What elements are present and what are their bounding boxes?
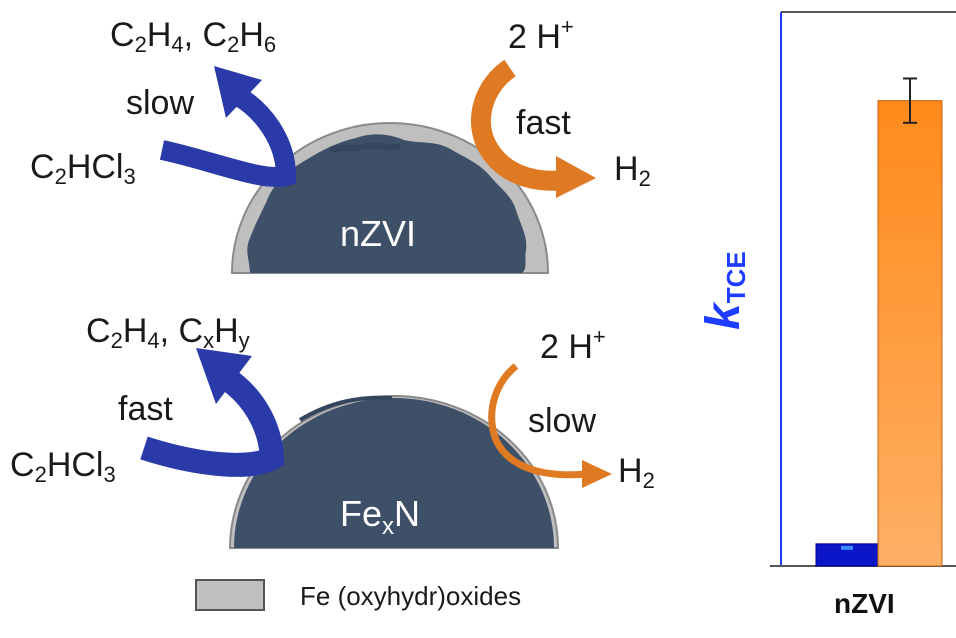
bottom-proton-label: 2 H+ [540,324,606,366]
bottom-products-label: C2H4, CxHy [86,312,250,353]
bar-series-2 [877,100,943,567]
top-orange-rate-label: fast [516,104,571,142]
nzvi-core-texture [329,142,402,153]
fexn-particle-label: FexN [340,493,421,540]
chart-area [770,11,956,567]
bottom-orange-arrow [488,363,612,488]
bar-series-1-highlight [841,545,853,550]
legend-label: Fe (oxyhydr)oxides [300,581,522,611]
bottom-blue-rate-label: fast [118,390,173,428]
bottom-reactant-label: C2HCl3 [10,446,116,487]
top-blue-arrow [159,66,297,187]
nzvi-core [247,134,527,273]
top-blue-rate-label: slow [126,84,195,122]
bottom-hydrogen-label: H2 [618,452,655,493]
x-tick-label-nzvi: nZVI [834,588,895,619]
fexn-core-texture [298,395,393,422]
top-products-label: C2H4, C2H6 [110,16,277,57]
bottom-blue-arrow [140,348,285,477]
top-hydrogen-label: H2 [614,150,651,191]
top-orange-arrow [470,59,596,198]
fexn-particle [228,395,560,549]
nzvi-particle [230,122,550,274]
bottom-orange-rate-label: slow [528,402,597,440]
nzvi-particle-label: nZVI [340,213,417,254]
top-reactant-label: C2HCl3 [30,148,136,189]
top-proton-label: 2 H+ [508,14,574,56]
legend-swatch [195,579,265,611]
chart-y-axis-label: kTCE [697,251,751,330]
fexn-core [234,398,554,548]
